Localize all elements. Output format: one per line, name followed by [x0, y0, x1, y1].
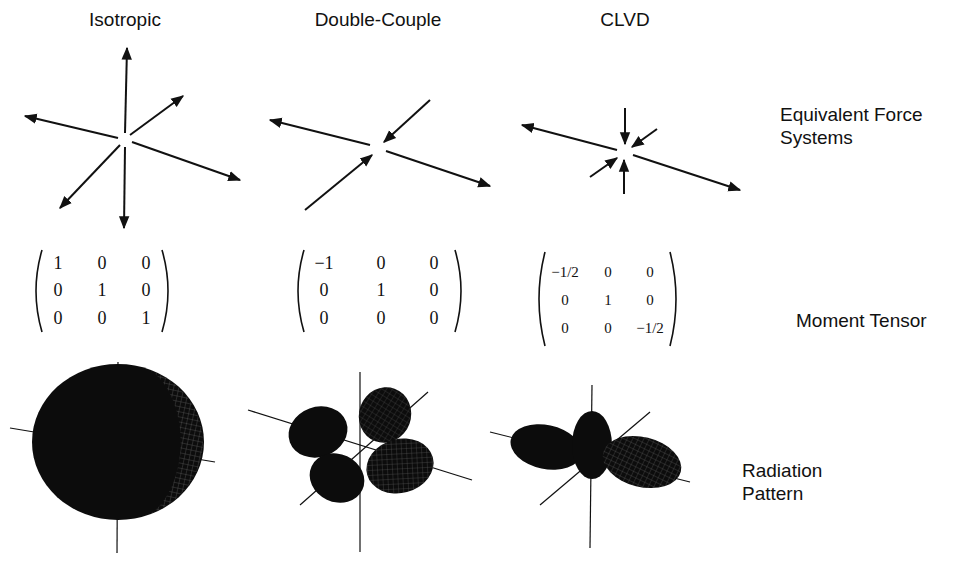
matrix-entry: −1/2: [636, 319, 664, 337]
matrix-brackets: [36, 250, 676, 346]
matrix-entry: 1: [98, 280, 107, 302]
isotropic-forces: [25, 48, 240, 228]
matrix-entry: 0: [604, 263, 612, 281]
matrix-entry: 0: [561, 291, 569, 309]
column-heading: Isotropic: [89, 9, 161, 32]
matrix-entry: 0: [54, 280, 63, 302]
double-couple-radiation: [248, 372, 472, 552]
matrix-entry: −1/2: [551, 263, 579, 281]
matrix-entry: 0: [98, 253, 107, 275]
isotropic-radiation: [10, 362, 215, 553]
matrix-entry: 0: [377, 308, 386, 330]
row-label: Equivalent Force Systems: [780, 104, 930, 150]
matrix-entry: 1: [604, 291, 612, 309]
matrix-entry: 0: [320, 280, 329, 302]
matrix-entry: 1: [142, 308, 151, 330]
matrix-entry: 0: [430, 253, 439, 275]
matrix-entry: 0: [646, 291, 654, 309]
matrix-entry: 0: [142, 253, 151, 275]
matrix-entry: 0: [604, 319, 612, 337]
matrix-entry: 0: [561, 319, 569, 337]
matrix-entry: 0: [320, 308, 329, 330]
double-couple-forces: [270, 100, 490, 210]
matrix-entry: 0: [54, 308, 63, 330]
matrix-entry: 0: [142, 280, 151, 302]
matrix-entry: 0: [377, 253, 386, 275]
column-heading: CLVD: [600, 9, 649, 32]
row-label: Radiation Pattern: [742, 460, 862, 506]
matrix-entry: 0: [98, 308, 107, 330]
matrix-entry: 1: [54, 253, 63, 275]
column-heading: Double-Couple: [315, 9, 442, 32]
clvd-forces: [522, 108, 740, 194]
matrix-entry: −1: [314, 253, 333, 275]
matrix-entry: 0: [430, 280, 439, 302]
clvd-radiation: [490, 385, 690, 548]
row-label: Moment Tensor: [796, 310, 927, 333]
matrix-entry: 1: [377, 280, 386, 302]
matrix-entry: 0: [646, 263, 654, 281]
matrix-entry: 0: [430, 308, 439, 330]
